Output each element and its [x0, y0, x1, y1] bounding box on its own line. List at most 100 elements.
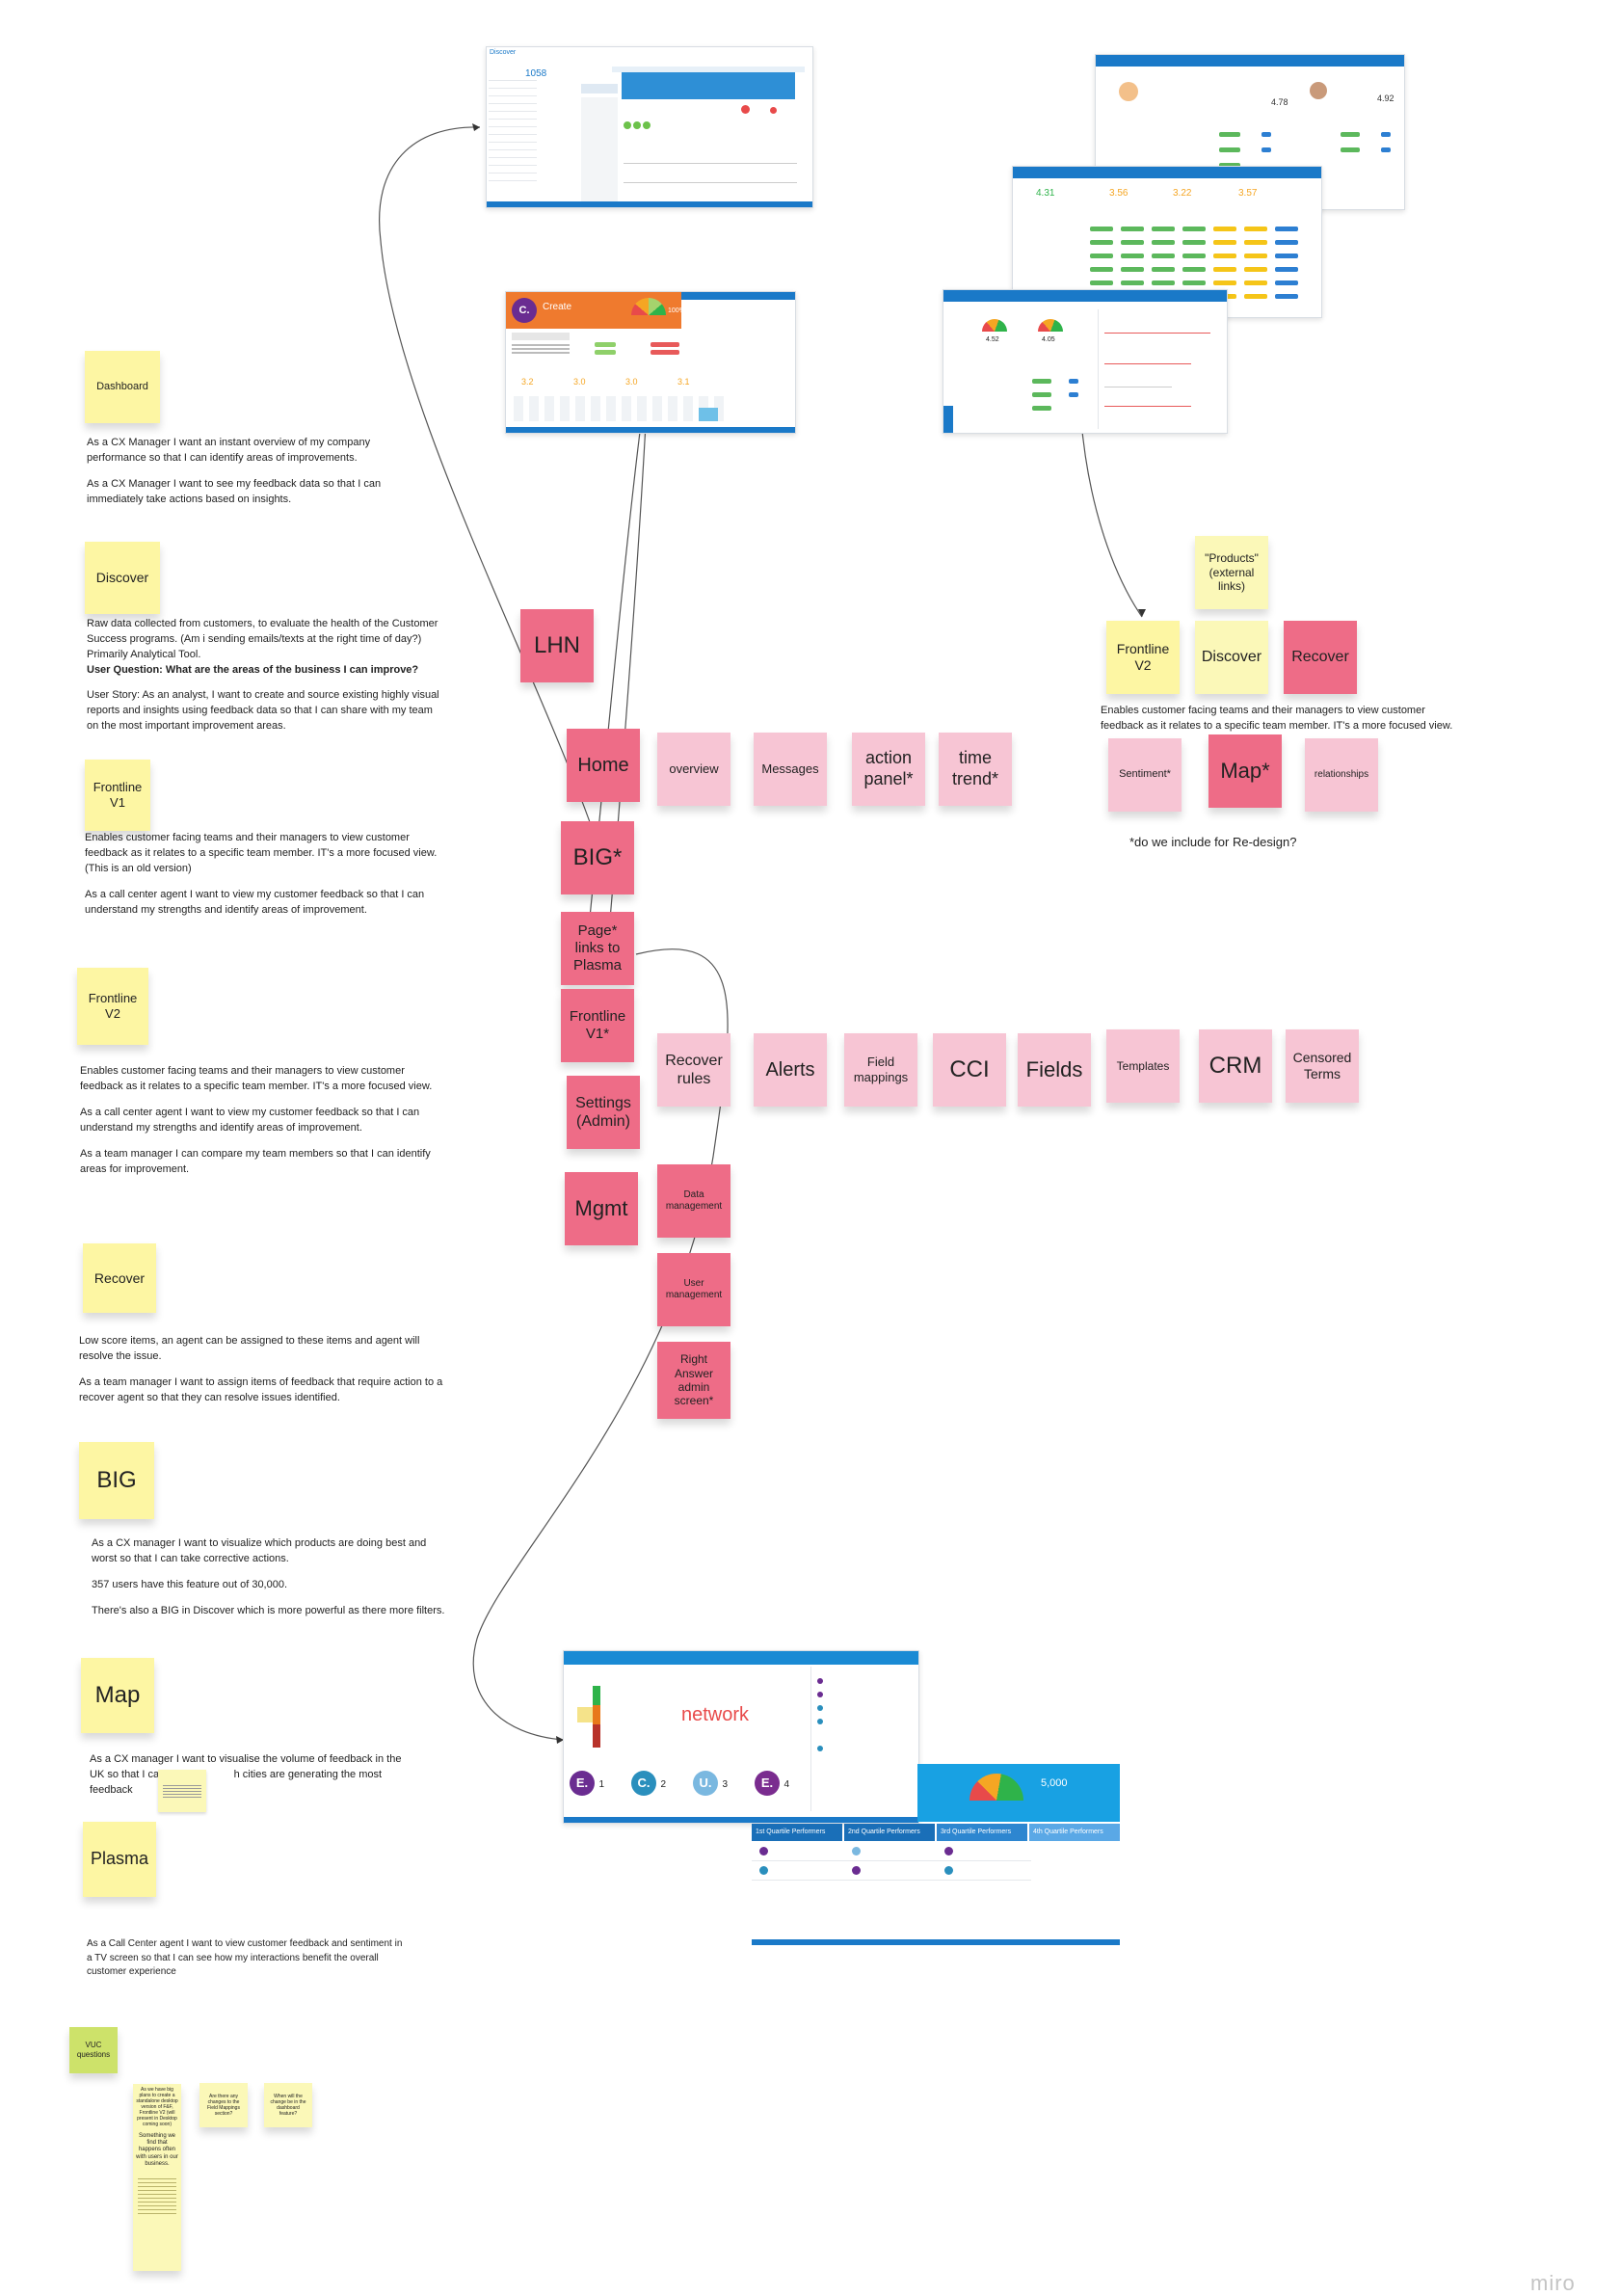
- frontline-c-feed: [1098, 309, 1224, 429]
- vuc-questions-sticky[interactable]: VUC questions: [69, 2027, 118, 2073]
- overview-sticky[interactable]: overview: [657, 733, 730, 806]
- frontline-v2-story-2: As a call center agent I want to view my…: [80, 1106, 420, 1134]
- vuc-label: VUC questions: [76, 2041, 111, 2059]
- action-panel-label: action panel*: [863, 748, 914, 788]
- recover-story-1: Low score items, an agent can be assigne…: [79, 1335, 420, 1362]
- products-label: "Products" (external links): [1205, 551, 1259, 594]
- big-nav-sticky[interactable]: BIG*: [561, 821, 634, 894]
- status-pill: [1152, 227, 1175, 231]
- messages-sticky[interactable]: Messages: [754, 733, 827, 806]
- dashboard-label: Dashboard: [96, 380, 148, 392]
- mgmt-sticky[interactable]: Mgmt: [565, 1172, 638, 1245]
- map-description: As a CX manager I want to visualise the …: [90, 1752, 417, 1809]
- recover-cluster-sticky[interactable]: Recover: [1284, 621, 1357, 694]
- templates-sticky[interactable]: Templates: [1106, 1029, 1180, 1103]
- create-dashboard-screenshot[interactable]: C. Create 100% 3.2 3.0 3.0 3.1: [505, 291, 796, 434]
- map-story-part-2: h cities are generating the most feedbac…: [90, 1768, 383, 1796]
- frontline-v2-cluster-sticky[interactable]: Frontline V2: [1106, 621, 1180, 694]
- relationships-sticky[interactable]: relationships: [1305, 738, 1378, 812]
- frontline-v2-sticky[interactable]: Frontline V2: [77, 968, 148, 1045]
- time-trend-label: time trend*: [951, 748, 999, 788]
- vuc-note-3[interactable]: When will the change be in the dashboard…: [264, 2083, 312, 2127]
- frontline-screenshot-c[interactable]: 4.52 4.05: [943, 289, 1228, 434]
- discover-red-dot: [741, 105, 750, 114]
- recover-rules-label: Recover rules: [665, 1052, 723, 1087]
- time-trend-sticky[interactable]: time trend*: [939, 733, 1012, 806]
- alerts-sticky[interactable]: Alerts: [754, 1033, 827, 1107]
- status-pill: [1121, 240, 1144, 245]
- status-pill: [1275, 267, 1298, 272]
- settings-sticky[interactable]: Settings (Admin): [567, 1076, 640, 1149]
- frontline-b-kpi-1: 4.31: [1036, 188, 1055, 199]
- messages-label: Messages: [761, 761, 819, 777]
- discover-table-screenshot[interactable]: Discover 1058: [486, 46, 813, 208]
- dashboard-story-1: As a CX Manager I want an instant overvi…: [87, 437, 371, 464]
- plasma-header: [564, 1651, 918, 1665]
- discover-sticky[interactable]: Discover: [85, 542, 160, 614]
- status-pill: [1121, 280, 1144, 285]
- big-story-1: As a CX manager I want to visualize whic…: [92, 1537, 427, 1564]
- map-cluster-sticky[interactable]: Map*: [1208, 734, 1282, 808]
- user-management-sticky[interactable]: User management: [657, 1253, 730, 1326]
- fields-sticky[interactable]: Fields: [1018, 1033, 1091, 1107]
- recover-rules-sticky[interactable]: Recover rules: [657, 1033, 730, 1107]
- frontline-v1-sticky[interactable]: Frontline V1: [85, 760, 150, 831]
- frontline-v1-nav-sticky[interactable]: Frontline V1*: [561, 989, 634, 1062]
- status-pill: [1090, 240, 1113, 245]
- miro-watermark: miro: [1530, 2271, 1576, 2295]
- cci-sticky[interactable]: CCI: [933, 1033, 1006, 1107]
- discover-cluster-sticky[interactable]: Discover: [1195, 621, 1268, 694]
- discover-cluster-label: Discover: [1201, 649, 1262, 666]
- status-pill: [1182, 254, 1206, 258]
- discover-green-dots: [624, 117, 662, 129]
- plasma-network-screenshot[interactable]: network E. 1 C. 2 U. 3 E. 4: [563, 1650, 919, 1824]
- status-pill: [1213, 280, 1236, 285]
- vuc-note-1[interactable]: As we have big plans to create a standal…: [133, 2084, 181, 2271]
- right-answer-label: Right Answer admin screen*: [674, 1352, 714, 1408]
- map-sticky[interactable]: Map: [81, 1658, 154, 1733]
- status-pill: [1090, 267, 1113, 272]
- status-pill: [1275, 240, 1298, 245]
- field-mappings-sticky[interactable]: Field mappings: [844, 1033, 917, 1107]
- lhn-label: LHN: [533, 631, 580, 658]
- crm-sticky[interactable]: CRM: [1199, 1029, 1272, 1103]
- action-panel-sticky[interactable]: action panel*: [852, 733, 925, 806]
- frontline-b-kpi-3: 3.22: [1173, 188, 1192, 199]
- discover-filter-column: [581, 97, 618, 207]
- big-nav-label: BIG*: [572, 843, 623, 870]
- discover-description: Raw data collected from customers, to ev…: [87, 617, 443, 745]
- recover-sticky[interactable]: Recover: [83, 1243, 156, 1313]
- page-links-sticky[interactable]: Page* links to Plasma: [561, 912, 634, 985]
- vuc-note-3-text: When will the change be in the dashboard…: [270, 2094, 306, 2117]
- overview-label: overview: [669, 761, 719, 777]
- redesign-note: *do we include for Re-design?: [1129, 835, 1297, 849]
- plasma-sticky[interactable]: Plasma: [83, 1822, 156, 1897]
- censored-terms-sticky[interactable]: Censored Terms: [1286, 1029, 1359, 1103]
- create-gauge: [631, 298, 666, 315]
- right-answer-sticky[interactable]: Right Answer admin screen*: [657, 1342, 730, 1419]
- frontline-v1-description: Enables customer facing teams and their …: [85, 831, 441, 929]
- recover-description: Low score items, an agent can be assigne…: [79, 1334, 445, 1417]
- sentiment-sticky[interactable]: Sentiment*: [1108, 738, 1182, 812]
- discover-red-dot-2: [770, 107, 777, 114]
- data-management-sticky[interactable]: Data management: [657, 1164, 730, 1238]
- relationships-label: relationships: [1314, 769, 1369, 780]
- vuc-note-2[interactable]: Are there any changes to the Field Mappi…: [199, 2083, 248, 2127]
- discover-user-question: User Question: What are the areas of the…: [87, 663, 419, 676]
- status-pill: [1244, 254, 1267, 258]
- mgmt-label: Mgmt: [574, 1195, 628, 1220]
- recover-story-2: As a team manager I want to assign items…: [79, 1375, 443, 1403]
- dashboard-sticky[interactable]: Dashboard: [85, 351, 160, 423]
- plasma-gauge-panel[interactable]: 5,000: [917, 1764, 1120, 1822]
- quartile-table[interactable]: 1st Quartile Performers 2nd Quartile Per…: [752, 1824, 1120, 1887]
- crm-label: CRM: [1208, 1052, 1262, 1079]
- lhn-sticky[interactable]: LHN: [520, 609, 594, 682]
- map-overlay-note[interactable]: [158, 1770, 206, 1812]
- status-pill: [1244, 227, 1267, 231]
- home-sticky[interactable]: Home: [567, 729, 640, 802]
- status-pill: [1152, 254, 1175, 258]
- products-sticky[interactable]: "Products" (external links): [1195, 536, 1268, 609]
- templates-label: Templates: [1116, 1058, 1170, 1073]
- map-cluster-label: Map*: [1220, 758, 1270, 783]
- big-sticky[interactable]: BIG: [79, 1442, 154, 1519]
